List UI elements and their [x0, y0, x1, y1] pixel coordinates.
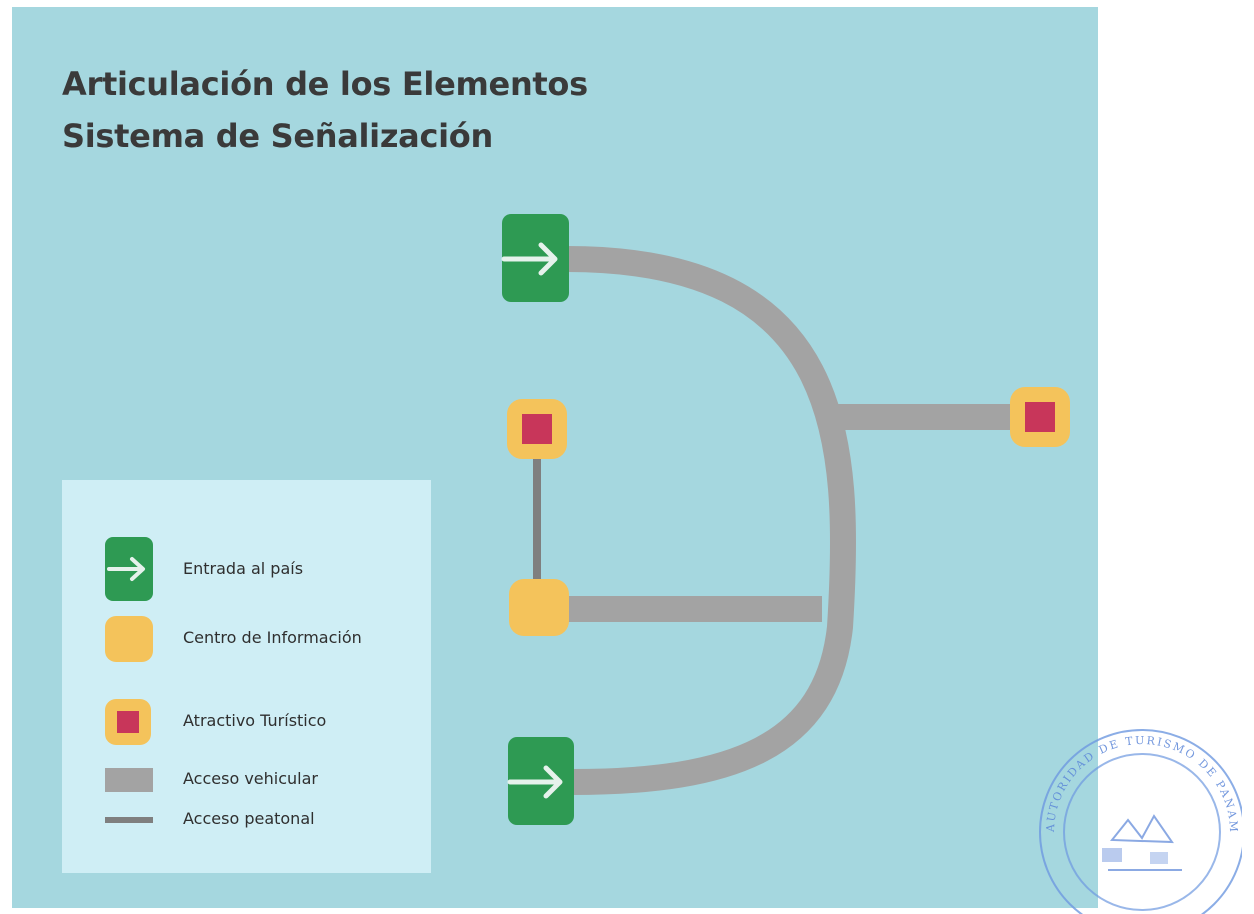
signage-diagram: [501, 214, 1070, 825]
legend-label-centro: Centro de Información: [183, 628, 362, 647]
arrow-right-icon: [107, 557, 145, 581]
attraction-node-right: [1010, 387, 1070, 447]
legend-symbol-entrada: [105, 537, 153, 601]
stamp-emblem: [1102, 814, 1182, 871]
title-line-2: Sistema de Señalización: [62, 117, 493, 155]
entrance-node-bottom: [507, 737, 574, 825]
legend-symbol-centro: [105, 616, 153, 662]
legend-item-vehicular: Acceso vehicular: [62, 768, 431, 808]
legend-panel: Entrada al país Centro de Información At…: [62, 480, 431, 873]
legend-symbol-vehicular: [105, 768, 153, 808]
legend-symbol-peatonal: [105, 817, 153, 857]
diagram-slide: Articulación de los Elementos Sistema de…: [12, 7, 1098, 908]
arrow-right-icon: [501, 242, 558, 276]
official-stamp-seal: AUTORIDAD DE TURISMO DE PANAMÁ: [1032, 720, 1242, 914]
legend-item-centro: Centro de Información: [62, 616, 431, 662]
info-center-node: [509, 579, 569, 636]
title-line-1: Articulación de los Elementos: [62, 65, 588, 103]
entrance-node-top: [501, 214, 569, 302]
legend-label-peatonal: Acceso peatonal: [183, 809, 315, 828]
legend-item-atractivo: Atractivo Turístico: [62, 699, 431, 745]
legend-label-atractivo: Atractivo Turístico: [183, 711, 327, 730]
legend-item-entrada: Entrada al país: [62, 537, 431, 601]
legend-item-peatonal: Acceso peatonal: [62, 809, 431, 857]
arrow-right-icon: [507, 765, 563, 799]
legend-label-entrada: Entrada al país: [183, 559, 304, 578]
attraction-node-left: [507, 399, 567, 459]
vehicular-access-arc: [566, 246, 857, 795]
legend-label-vehicular: Acceso vehicular: [183, 769, 318, 788]
svg-text:AUTORIDAD DE TURISMO DE PANAMÁ: AUTORIDAD DE TURISMO DE PANAMÁ: [1032, 720, 1240, 834]
legend-symbol-atractivo: [105, 699, 153, 745]
